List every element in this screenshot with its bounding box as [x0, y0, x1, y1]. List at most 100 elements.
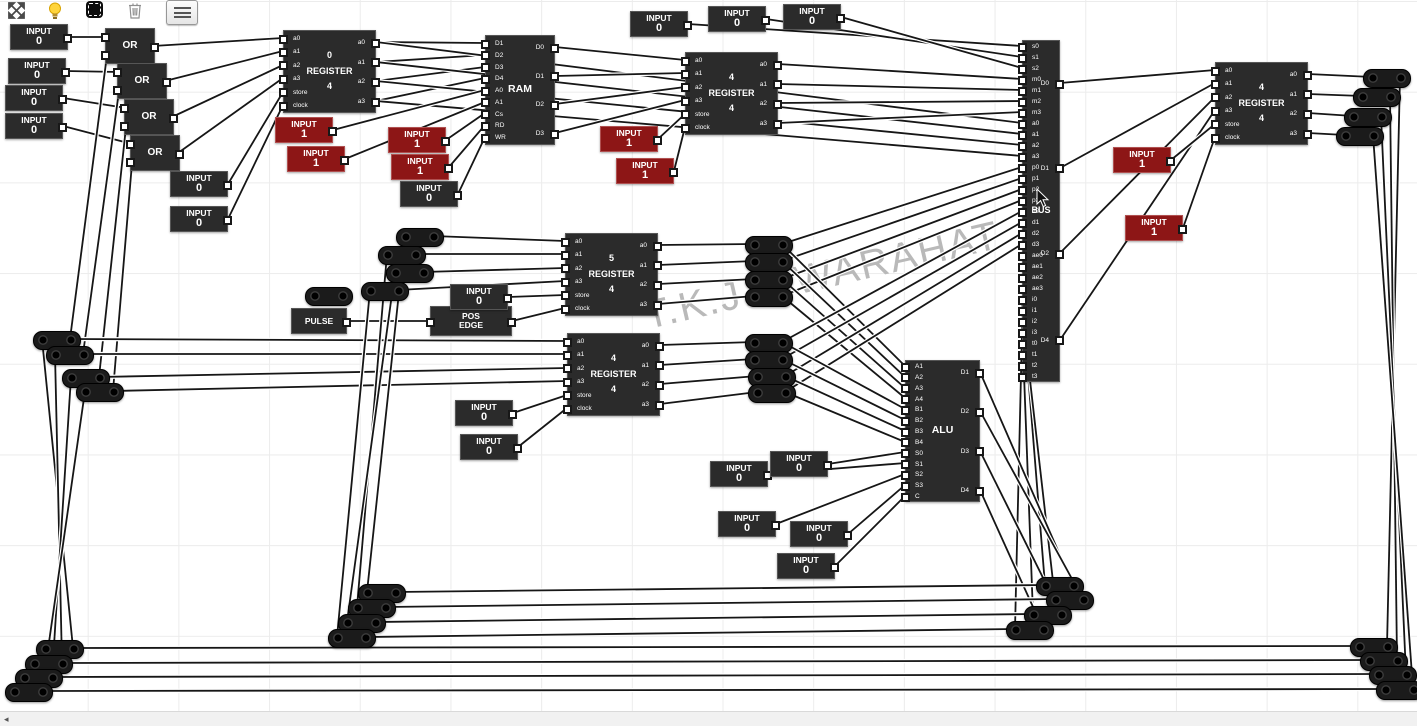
- wire-junction[interactable]: [745, 253, 793, 272]
- pin-p1[interactable]: [1018, 174, 1027, 184]
- pin-a0[interactable]: [653, 241, 662, 251]
- scroll-left-arrow-icon[interactable]: ◂: [4, 714, 9, 724]
- wire-junction[interactable]: [386, 264, 434, 283]
- or-gate-4[interactable]: OR: [126, 135, 184, 171]
- pin-p2[interactable]: [1018, 185, 1027, 195]
- pin-D2[interactable]: [1055, 249, 1064, 259]
- or-gate-2[interactable]: OR: [113, 63, 171, 99]
- pin-out[interactable]: [162, 77, 171, 87]
- wire-junction[interactable]: [1006, 621, 1054, 640]
- pin-in2[interactable]: [120, 122, 129, 131]
- pin-Cs[interactable]: [481, 110, 490, 119]
- wire-junction[interactable]: [361, 282, 409, 301]
- pin-a3[interactable]: [1018, 152, 1027, 162]
- pin-RD[interactable]: [481, 121, 490, 131]
- pin-clock[interactable]: [279, 101, 288, 111]
- pin-t1[interactable]: [1018, 350, 1027, 360]
- pin-out[interactable]: [669, 167, 678, 177]
- wire-junction[interactable]: [328, 629, 376, 648]
- pin-out[interactable]: [444, 163, 453, 173]
- pin-a1[interactable]: [561, 250, 570, 260]
- or-gate-3[interactable]: OR: [120, 99, 178, 135]
- pin-out[interactable]: [1178, 224, 1187, 234]
- pin-A0[interactable]: [481, 86, 490, 96]
- pin-B1[interactable]: [901, 405, 910, 415]
- pin-in2[interactable]: [126, 158, 135, 167]
- pin-out[interactable]: [61, 67, 70, 77]
- pin-out[interactable]: [507, 317, 516, 327]
- pin-p0[interactable]: [1018, 163, 1027, 173]
- pin-ae2[interactable]: [1018, 273, 1027, 283]
- pin-D1[interactable]: [550, 72, 559, 82]
- menu-icon[interactable]: [166, 0, 198, 25]
- pin-d3[interactable]: [1018, 240, 1027, 250]
- wire-junction[interactable]: [348, 599, 396, 618]
- pin-out[interactable]: [169, 113, 178, 123]
- pin-in2[interactable]: [113, 86, 122, 95]
- pin-D2[interactable]: [481, 51, 490, 61]
- pin-store[interactable]: [563, 391, 572, 401]
- pin-D1[interactable]: [481, 39, 490, 49]
- fullscreen-toggle-icon[interactable]: [8, 2, 25, 19]
- pin-out[interactable]: [328, 126, 337, 136]
- wire-junction[interactable]: [305, 287, 353, 306]
- pin-a0[interactable]: [1211, 66, 1220, 76]
- lightbulb-icon[interactable]: [48, 2, 62, 20]
- pin-a1[interactable]: [681, 69, 690, 79]
- pin-a3[interactable]: [681, 96, 690, 106]
- pin-A4[interactable]: [901, 395, 910, 404]
- pin-A2[interactable]: [901, 373, 910, 383]
- pin-t0[interactable]: [1018, 339, 1027, 349]
- pin-out[interactable]: [175, 149, 184, 159]
- pin-D3[interactable]: [481, 63, 490, 72]
- pin-a2[interactable]: [371, 77, 380, 87]
- pin-a2[interactable]: [1018, 141, 1027, 151]
- pin-a0[interactable]: [655, 341, 664, 351]
- pin-a1[interactable]: [279, 47, 288, 57]
- pin-m1[interactable]: [1018, 86, 1027, 96]
- wire-junction[interactable]: [1336, 127, 1384, 146]
- pin-out[interactable]: [836, 13, 845, 23]
- pulse[interactable]: PULSE: [291, 308, 351, 334]
- pin-a1[interactable]: [653, 261, 662, 271]
- pin-s1[interactable]: [1018, 53, 1027, 63]
- pin-a3[interactable]: [279, 74, 288, 84]
- wire-junction[interactable]: [748, 384, 796, 403]
- wire-junction[interactable]: [1353, 88, 1401, 107]
- pin-in2[interactable]: [101, 51, 110, 60]
- wire-junction[interactable]: [1344, 108, 1392, 127]
- pin-ae3[interactable]: [1018, 284, 1027, 294]
- pin-in[interactable]: [426, 317, 435, 327]
- pin-D3[interactable]: [550, 129, 559, 139]
- pin-a3[interactable]: [773, 119, 782, 129]
- pin-t2[interactable]: [1018, 361, 1027, 371]
- pin-a0[interactable]: [773, 60, 782, 70]
- pin-a2[interactable]: [681, 83, 690, 93]
- pin-in1[interactable]: [126, 140, 135, 149]
- pin-out[interactable]: [223, 180, 232, 190]
- pin-a1[interactable]: [1211, 79, 1220, 89]
- pin-out[interactable]: [683, 20, 692, 30]
- pin-d1[interactable]: [1018, 218, 1027, 228]
- pin-a3[interactable]: [653, 300, 662, 310]
- pin-m3[interactable]: [1018, 108, 1027, 118]
